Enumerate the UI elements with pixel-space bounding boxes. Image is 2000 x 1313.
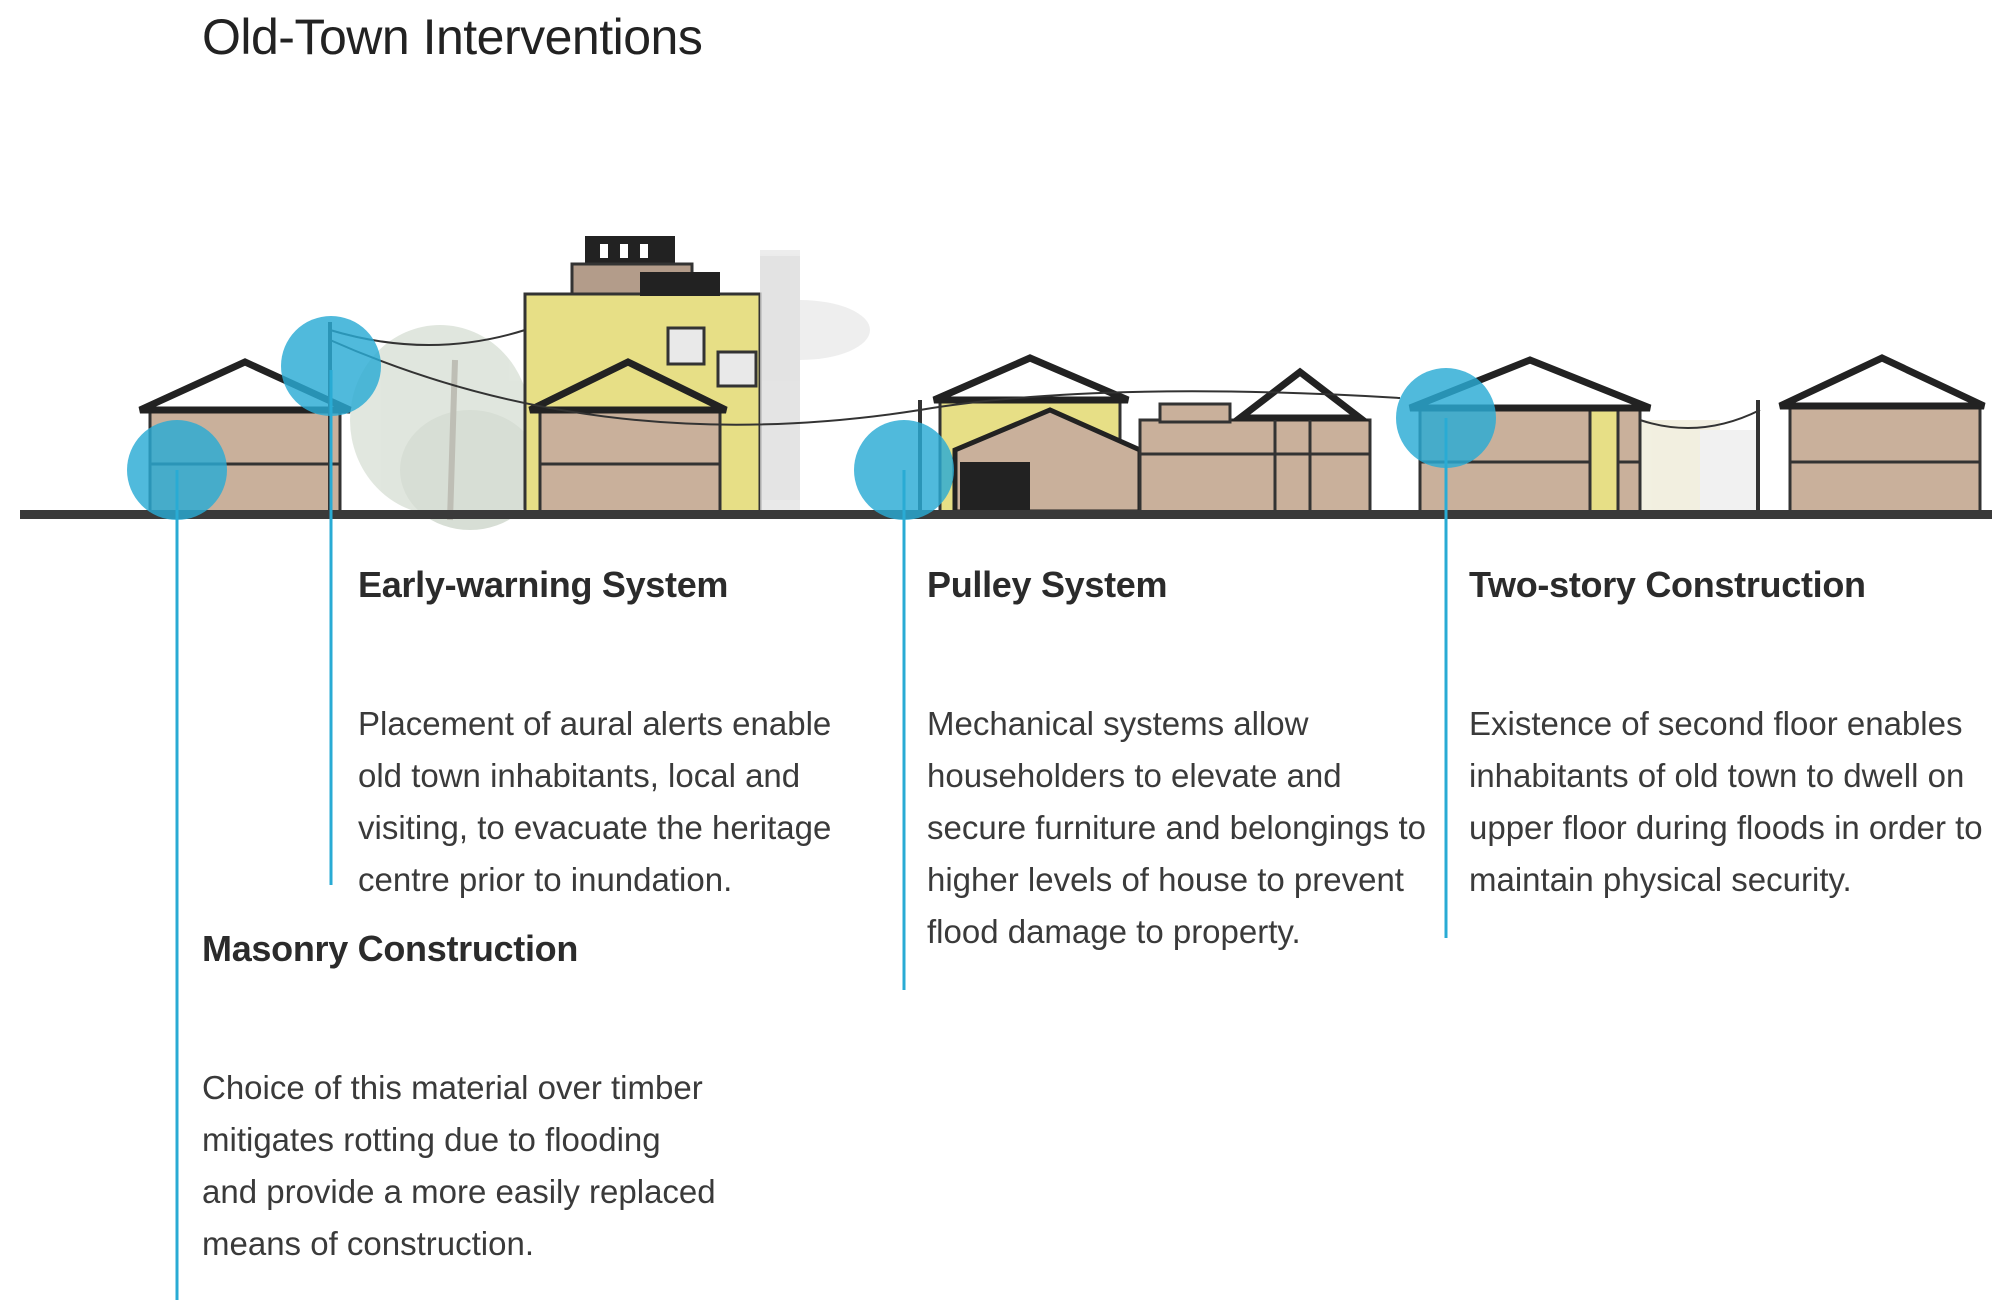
marker-two-story-icon <box>1396 368 1496 468</box>
callout-description: Placement of aural alerts enable old tow… <box>358 705 832 898</box>
house-2 <box>528 358 728 514</box>
callout-description: Choice of this material over timber miti… <box>202 1069 716 1262</box>
marker-early-warning-icon <box>281 316 381 416</box>
callout-heading: Early-warning System <box>358 564 729 605</box>
callout-description: Mechanical systems allow householders to… <box>927 705 1426 950</box>
callout-two-story-construction: Two-story Construction Existence of seco… <box>1469 564 1989 906</box>
callout-markers <box>127 316 1496 520</box>
house-3-yellow <box>932 354 1143 515</box>
marker-pulley-icon <box>854 420 954 520</box>
marker-masonry-icon <box>127 420 227 520</box>
callout-heading: Pulley System <box>927 564 1168 605</box>
house-4 <box>1138 367 1372 514</box>
ground-line <box>20 510 1992 519</box>
leader-lines <box>175 370 1448 1300</box>
house-6 <box>1778 354 1986 514</box>
diagram-title: Old-Town Interventions <box>202 9 703 65</box>
callout-heading: Two-story Construction <box>1469 564 1866 605</box>
callout-description: Existence of second floor enables inhabi… <box>1469 705 1983 898</box>
callout-masonry-construction: Masonry Construction Choice of this mate… <box>202 928 722 1270</box>
callout-pulley-system: Pulley System Mechanical systems allow h… <box>927 564 1447 958</box>
callout-early-warning-system: Early-warning System Placement of aural … <box>358 564 878 906</box>
callout-heading: Masonry Construction <box>202 928 579 969</box>
